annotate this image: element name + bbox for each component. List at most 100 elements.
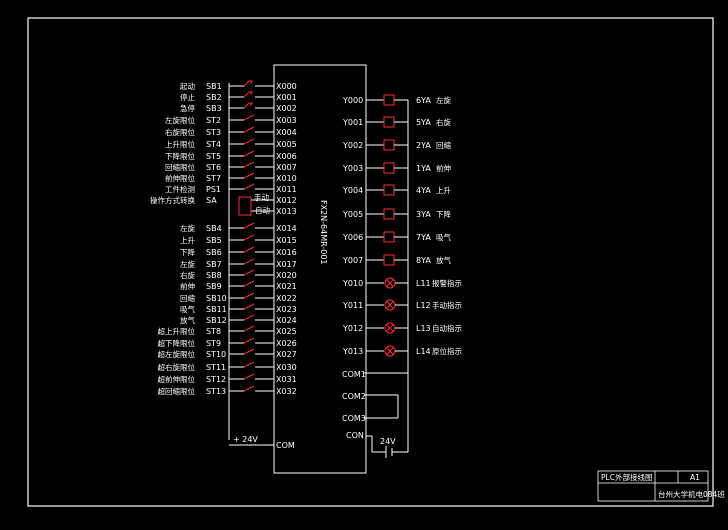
output-name-label: 左旋 bbox=[436, 95, 451, 105]
input-id-label: SB1 bbox=[206, 82, 222, 91]
switch-contact bbox=[243, 337, 255, 344]
output-terminal-label: Y000 bbox=[342, 96, 363, 105]
output-terminal-label: Y001 bbox=[342, 118, 363, 127]
switch-contact bbox=[243, 325, 255, 332]
input-row-X000: X000 起动 SB1 bbox=[180, 80, 297, 91]
input-name-label: 左旋 bbox=[180, 223, 195, 233]
input-terminal-label: X003 bbox=[276, 116, 297, 125]
input-name-label: 超上升限位 bbox=[158, 326, 196, 336]
switch-contact bbox=[243, 258, 255, 265]
input-name-label: 回缩 bbox=[180, 293, 195, 303]
input-terminal-label: X031 bbox=[276, 375, 297, 384]
output-name-label: 吸气 bbox=[436, 232, 451, 242]
input-terminal-label: X016 bbox=[276, 248, 297, 257]
input-id-label: ST2 bbox=[206, 116, 221, 125]
input-terminal-label: X011 bbox=[276, 185, 297, 194]
output-terminal-label: Y004 bbox=[342, 186, 363, 195]
solenoid-coil bbox=[383, 162, 395, 174]
input-id-label: ST4 bbox=[206, 140, 221, 149]
output-name-label: 原位指示 bbox=[432, 346, 462, 356]
input-terminal-label: X017 bbox=[276, 260, 297, 269]
input-terminal-label: X023 bbox=[276, 305, 297, 314]
input-name-label: 工件检测 bbox=[165, 184, 195, 194]
input-name-label: 上升限位 bbox=[165, 139, 195, 149]
input-name-label: 右旋 bbox=[180, 270, 195, 280]
output-id-label: 3YA bbox=[416, 210, 431, 219]
output-id-label: L11 bbox=[416, 279, 431, 288]
output-id-label: 2YA bbox=[416, 141, 431, 150]
com1-label: COM1 bbox=[342, 370, 366, 379]
solenoid-coil bbox=[383, 94, 395, 106]
output-terminal-label: Y005 bbox=[342, 210, 363, 219]
switch-contact bbox=[243, 183, 255, 190]
switch-contact bbox=[243, 138, 255, 145]
switch-contact bbox=[243, 234, 255, 241]
input-id-label: SB5 bbox=[206, 236, 222, 245]
input-id-label: SB7 bbox=[206, 260, 222, 269]
solenoid-coil bbox=[383, 184, 395, 196]
output-terminal-label: Y013 bbox=[342, 347, 363, 356]
input-terminal-label: X005 bbox=[276, 140, 297, 149]
output-name-label: 放气 bbox=[436, 255, 451, 265]
title-block-sheet: A1 bbox=[690, 473, 700, 482]
output-id-label: 4YA bbox=[416, 186, 431, 195]
input-name-label: 超回缩限位 bbox=[158, 386, 196, 396]
input-name-label: 回缩限位 bbox=[165, 162, 195, 172]
input-name-label: 吸气 bbox=[180, 304, 195, 314]
switch-contact bbox=[243, 150, 255, 157]
output-name-label: 自动指示 bbox=[432, 323, 462, 333]
lamp-cross bbox=[386, 347, 394, 355]
input-id-label: ST6 bbox=[206, 163, 221, 172]
output-terminal-label: Y003 bbox=[342, 164, 363, 173]
output-id-label: L14 bbox=[416, 347, 431, 356]
input-terminal-label: X024 bbox=[276, 316, 297, 325]
switch-contact bbox=[243, 348, 255, 355]
input-row-X013: X013 bbox=[251, 207, 297, 216]
pushbutton-contact bbox=[243, 102, 253, 109]
title-block-school: 台州大学机电084班 bbox=[658, 489, 725, 499]
input-id-label: SB4 bbox=[206, 224, 222, 233]
output-supply-label: 24V bbox=[380, 437, 396, 446]
switch-auto-label: 自动 bbox=[255, 205, 270, 215]
input-terminal-label: X015 bbox=[276, 236, 297, 245]
com3-label: COM3 bbox=[342, 414, 366, 423]
input-terminal-label: X021 bbox=[276, 282, 297, 291]
input-row-X005: X005 上升限位 ST4 bbox=[165, 138, 297, 149]
input-terminal-label: X000 bbox=[276, 82, 297, 91]
input-name-label: 起动 bbox=[180, 81, 195, 91]
input-terminal-label: X001 bbox=[276, 93, 297, 102]
pushbutton-contact bbox=[243, 91, 253, 98]
switch-contact bbox=[243, 385, 255, 392]
input-terminal-label: X026 bbox=[276, 339, 297, 348]
input-id-label: SA bbox=[206, 196, 217, 205]
output-id-label: 8YA bbox=[416, 256, 431, 265]
switch-contact bbox=[243, 172, 255, 179]
solenoid-coil bbox=[383, 208, 395, 220]
switch-contact bbox=[243, 161, 255, 168]
con-label: CON bbox=[346, 431, 364, 440]
output-name-label: 报警指示 bbox=[432, 278, 462, 288]
input-id-label: SB10 bbox=[206, 294, 227, 303]
drawing-frame bbox=[27, 17, 714, 507]
switch-contact bbox=[243, 361, 255, 368]
